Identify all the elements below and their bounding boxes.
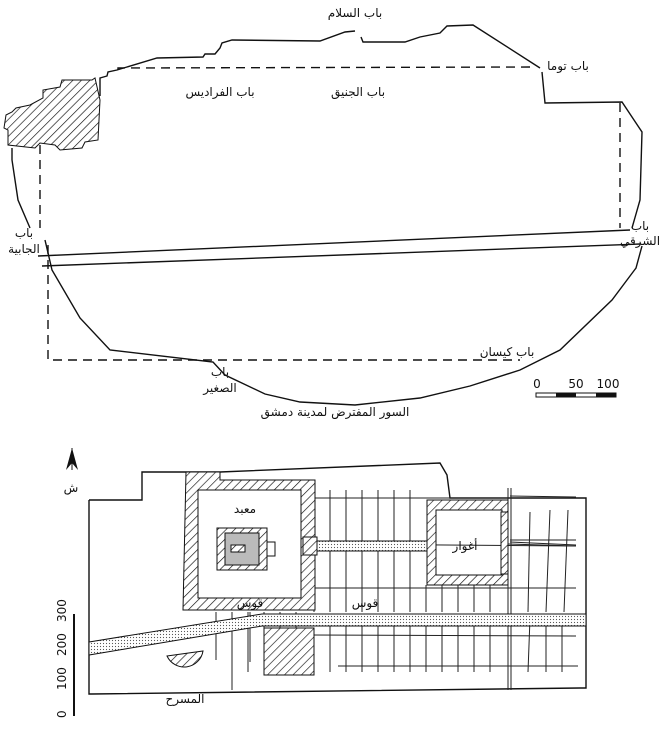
gate-label-tuma: باب توما (547, 59, 589, 74)
gate-label-salam: باب السلام (328, 6, 382, 20)
outer-wall-southeast (44, 239, 643, 406)
hypothetical-wall-map: باب السلام باب توما باب الفراديس باب الج… (3, 6, 660, 420)
top-map-caption: السور المفترض لمدينة دمشق (261, 405, 410, 420)
outer-wall-northeast (360, 24, 541, 69)
scale-tick-100: 100 (55, 667, 69, 690)
straight-street-south (41, 243, 641, 267)
north-label: ش (64, 481, 79, 496)
scale-tick-300: 300 (55, 599, 69, 622)
via-recta (88, 613, 587, 656)
outer-wall-west (11, 148, 31, 229)
gate-label-jabiya-1: باب (15, 226, 33, 240)
assumed-wall-south (47, 245, 520, 361)
colonnade-temple-agora (316, 540, 428, 552)
theatre (166, 650, 204, 668)
arch-label-east: قوس (352, 596, 379, 611)
outer-wall-east (541, 71, 643, 229)
gate-label-saghir-1: باب (211, 365, 229, 379)
scale-tick-50: 50 (568, 377, 583, 391)
north-arrow: ش (64, 448, 79, 496)
hatched-block (263, 627, 315, 676)
scale-tick-0: 0 (55, 710, 69, 718)
assumed-wall-north (117, 66, 536, 70)
theatre-label: المسرح (166, 692, 205, 707)
scale-tick-0: 0 (533, 377, 541, 391)
gate-label-faradis: باب الفراديس (185, 85, 254, 100)
gate-label-jeniq: باب الجنيق (331, 85, 385, 100)
scale-bar-bottom: 300 200 100 0 (55, 599, 75, 718)
temple: معبد (182, 471, 318, 611)
gate-label-jabiya-2: الجابية (8, 242, 40, 256)
scale-bar-top: 0 50 100 (533, 377, 620, 398)
scale-tick-100: 100 (597, 377, 620, 391)
straight-street-north (37, 229, 631, 257)
roman-city-plan: معبد أغوار قوس قوس المسرح ش 300 200 100 (55, 448, 587, 718)
arch-label-west: قوس (237, 596, 264, 611)
scale-tick-200: 200 (55, 633, 69, 656)
hatched-citadel (3, 77, 101, 151)
temple-label: معبد (234, 502, 256, 516)
agora: أغوار (426, 499, 509, 586)
outer-wall-north (99, 30, 356, 96)
gate-label-sharqi-1: باب (631, 219, 649, 233)
agora-label: أغوار (452, 538, 478, 554)
gate-label-kaysan: باب كيسان (480, 345, 535, 359)
gate-label-saghir-2: الصغير (202, 381, 236, 396)
gate-label-sharqi-2: الشرقي (620, 234, 660, 249)
